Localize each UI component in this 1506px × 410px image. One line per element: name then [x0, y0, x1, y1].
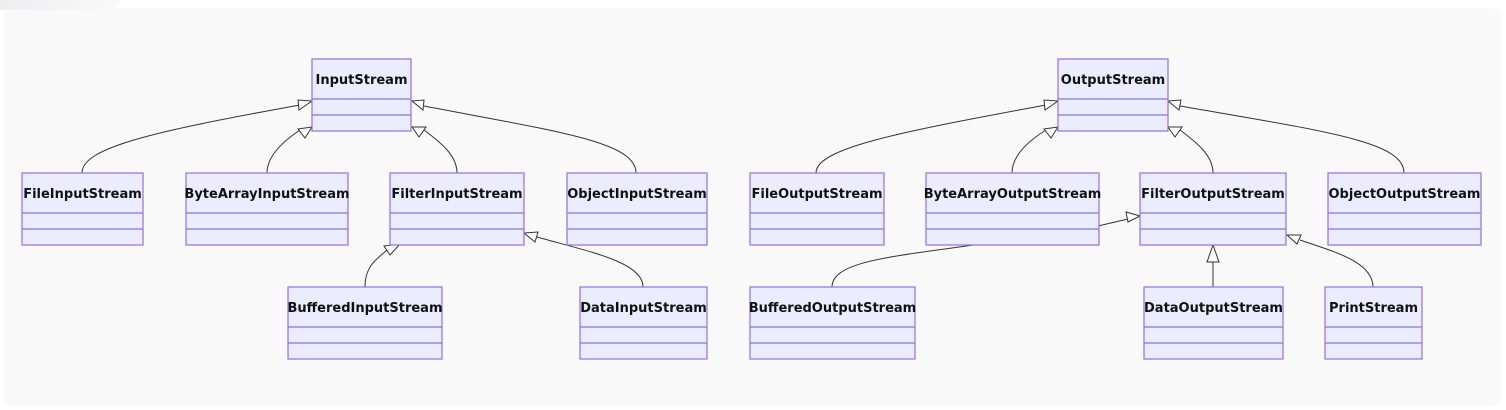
class-name: ObjectInputStream: [567, 187, 707, 202]
class-name: InputStream: [316, 73, 408, 88]
arrowhead-buffered-output-stream: [1125, 211, 1142, 223]
arrowhead-data-input-stream: [522, 231, 539, 243]
arrowhead-filter-input-stream: [411, 126, 427, 138]
class-byte-array-output-stream[interactable]: ByteArrayOutputStream: [924, 172, 1102, 246]
class-name: DataOutputStream: [1144, 301, 1283, 316]
corner-tab: [0, 0, 120, 10]
class-name: FileInputStream: [23, 187, 142, 202]
class-data-output-stream[interactable]: DataOutputStream: [1143, 286, 1284, 360]
class-file-input-stream[interactable]: FileInputStream: [21, 172, 144, 246]
inheritance-edges: [81, 104, 1405, 288]
edge-file-output-stream: [815, 104, 1047, 174]
class-output-stream[interactable]: OutputStream: [1057, 58, 1169, 132]
class-name: BufferedInputStream: [287, 301, 442, 316]
arrowhead-byte-array-input-stream: [297, 126, 314, 139]
class-name: ObjectOutputStream: [1329, 187, 1481, 202]
edge-byte-array-input-stream: [266, 129, 301, 174]
class-name: FilterInputStream: [391, 187, 522, 202]
class-boxes: InputStream OutputStream FileInputStream…: [21, 58, 1482, 360]
arrowhead-object-input-stream: [410, 99, 425, 111]
edge-filter-input-stream: [423, 129, 458, 174]
class-name: ByteArrayOutputStream: [924, 187, 1102, 202]
arrowhead-object-output-stream: [1166, 99, 1182, 111]
arrowhead-data-output-stream: [1206, 243, 1220, 263]
edge-data-input-stream: [536, 236, 644, 288]
class-name: OutputStream: [1061, 73, 1165, 88]
arrowhead-byte-array-output-stream: [1043, 126, 1060, 139]
class-name: BufferedOutputStream: [749, 301, 916, 316]
edge-object-input-stream: [423, 105, 637, 174]
edge-filter-output-stream: [1179, 129, 1214, 174]
class-print-stream[interactable]: PrintStream: [1324, 286, 1423, 360]
class-name: FilterOutputStream: [1141, 187, 1285, 202]
class-data-input-stream[interactable]: DataInputStream: [579, 286, 708, 360]
class-name: FileOutputStream: [751, 187, 882, 202]
class-input-stream[interactable]: InputStream: [311, 58, 412, 132]
class-name: DataInputStream: [580, 301, 707, 316]
arrowhead-buffered-input-stream: [383, 243, 402, 256]
edge-file-input-stream: [81, 104, 301, 174]
inheritance-arrowheads: [297, 99, 1302, 263]
edge-byte-array-output-stream: [1011, 129, 1047, 174]
edge-object-output-stream: [1179, 105, 1405, 174]
class-name: PrintStream: [1329, 301, 1418, 316]
arrowhead-file-input-stream: [297, 99, 314, 111]
arrowhead-file-output-stream: [1043, 99, 1060, 111]
class-filter-output-stream[interactable]: FilterOutputStream: [1139, 172, 1287, 246]
edge-print-stream: [1299, 239, 1374, 288]
arrowhead-print-stream: [1285, 234, 1302, 245]
class-byte-array-input-stream[interactable]: ByteArrayInputStream: [184, 172, 350, 246]
edge-buffered-input-stream: [364, 247, 391, 288]
class-object-input-stream[interactable]: ObjectInputStream: [566, 172, 708, 246]
class-file-output-stream[interactable]: FileOutputStream: [749, 172, 885, 246]
class-filter-input-stream[interactable]: FilterInputStream: [389, 172, 525, 246]
arrowhead-filter-output-stream: [1167, 126, 1183, 138]
class-name: ByteArrayInputStream: [184, 187, 349, 202]
class-buffered-output-stream[interactable]: BufferedOutputStream: [749, 286, 916, 360]
class-object-output-stream[interactable]: ObjectOutputStream: [1327, 172, 1482, 246]
class-buffered-input-stream[interactable]: BufferedInputStream: [287, 286, 443, 360]
